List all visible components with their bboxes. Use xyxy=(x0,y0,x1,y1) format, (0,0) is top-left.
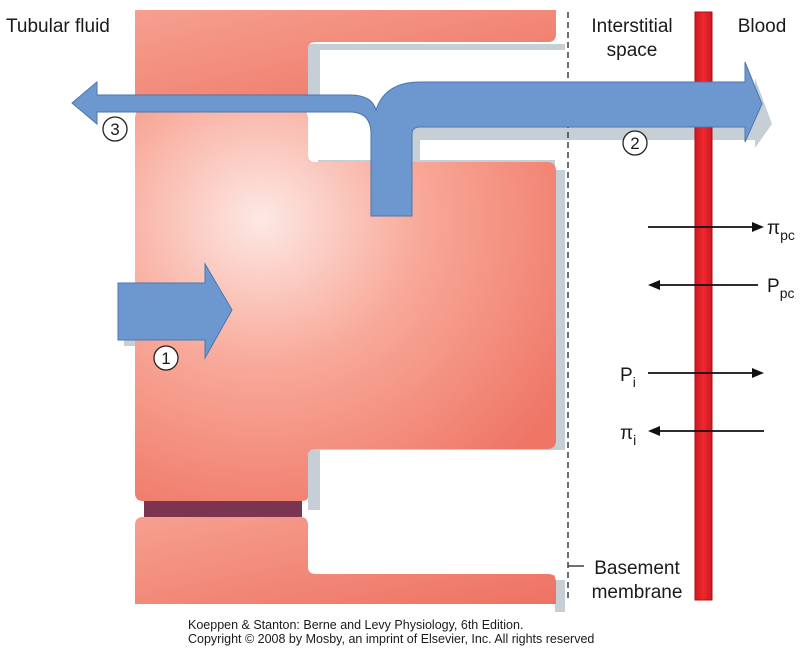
arrow-pathway-2-3 xyxy=(71,61,763,217)
marker-1: 1 xyxy=(153,345,179,371)
credit-line-2: Copyright © 2008 by Mosby, an imprint of… xyxy=(188,632,594,646)
tight-junction xyxy=(144,501,302,517)
marker-3-text: 3 xyxy=(110,120,119,139)
arrow-pathway-1 xyxy=(117,262,233,360)
marker-3: 3 xyxy=(102,116,128,142)
label-tubular-fluid: Tubular fluid xyxy=(6,16,110,37)
label-interstitial-2: space xyxy=(607,40,658,61)
label-pi-i: πi xyxy=(620,423,636,448)
label-interstitial-1: Interstitial xyxy=(591,16,672,37)
marker-2: 2 xyxy=(622,130,648,156)
marker-2-text: 2 xyxy=(630,134,639,153)
bottom-cell xyxy=(135,517,556,604)
label-blood: Blood xyxy=(738,16,787,37)
credit-line-1: Koeppen & Stanton: Berne and Levy Physio… xyxy=(188,618,523,632)
marker-1-text: 1 xyxy=(161,349,170,368)
label-basement-2: membrane xyxy=(592,582,683,603)
label-p-i: Pi xyxy=(620,365,636,390)
capillary-wall xyxy=(694,11,713,601)
middle-cell xyxy=(135,110,556,501)
force-arrows xyxy=(648,222,764,436)
top-cell xyxy=(135,10,556,104)
label-p-pc: Ppc xyxy=(767,276,794,301)
label-pi-pc: πpc xyxy=(767,218,795,243)
label-basement-1: Basement xyxy=(594,558,680,579)
